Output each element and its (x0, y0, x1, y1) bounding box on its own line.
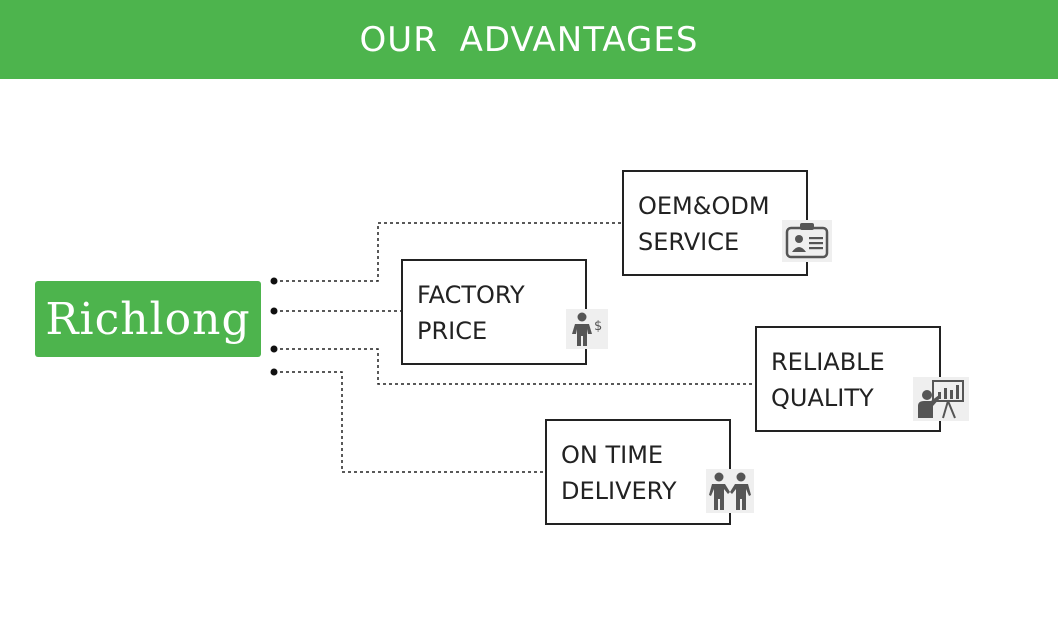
connector-quality (274, 348, 755, 385)
connector-delivery (274, 371, 545, 473)
page-title: OUR ADVANTAGES (359, 19, 699, 60)
advantage-label: FACTORY PRICE (417, 281, 525, 345)
header-banner: OUR ADVANTAGES (0, 0, 1058, 79)
brand-logo: Richlong (35, 281, 261, 357)
advantage-box-oem-odm: OEM&ODM SERVICE (622, 170, 808, 276)
advantage-label: RELIABLE QUALITY (771, 348, 885, 412)
connector-oem (274, 222, 622, 282)
brand-name: Richlong (45, 293, 251, 345)
svg-text:$: $ (594, 319, 602, 334)
advantage-box-factory-price: FACTORY PRICE (401, 259, 587, 365)
connector-dot (270, 307, 278, 315)
id-badge-icon (782, 220, 832, 262)
person-with-dollar-icon: $ (566, 309, 608, 349)
advantage-box-on-time-delivery: ON TIME DELIVERY (545, 419, 731, 525)
connector-dot (270, 368, 278, 376)
connector-dot (270, 277, 278, 285)
presentation-board-icon (913, 377, 969, 421)
connector-dot (270, 345, 278, 353)
handshake-people-icon (706, 469, 754, 513)
advantage-label: ON TIME DELIVERY (561, 441, 677, 505)
advantage-label: OEM&ODM SERVICE (638, 192, 770, 256)
